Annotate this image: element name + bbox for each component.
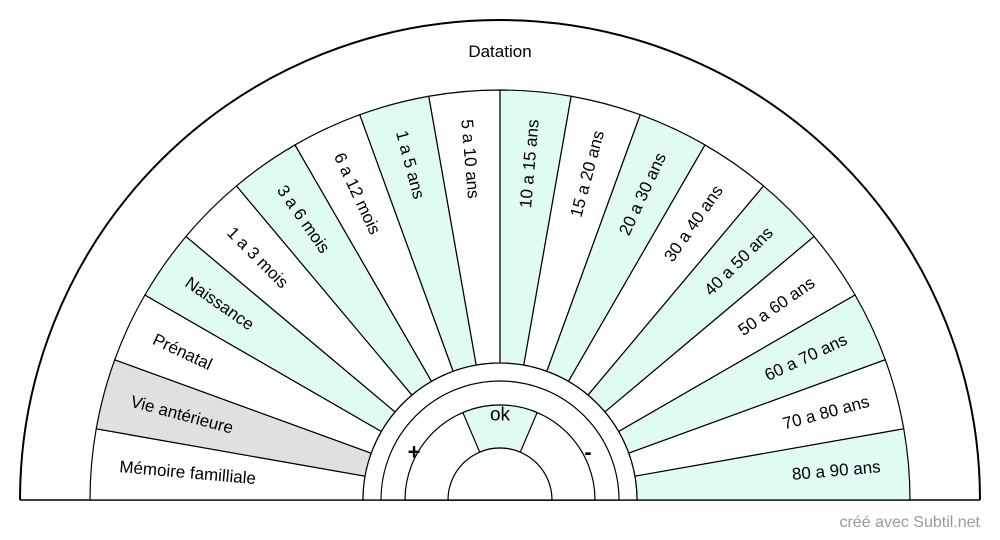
credit-text: créé avec Subtil.net: [839, 514, 980, 531]
plus-label: +: [408, 440, 421, 465]
ok-label: ok: [490, 405, 511, 426]
chart-title: Datation: [468, 42, 531, 61]
center-dial: ok + -: [362, 362, 638, 501]
minus-label: -: [584, 440, 591, 465]
center-hub: [447, 447, 553, 501]
